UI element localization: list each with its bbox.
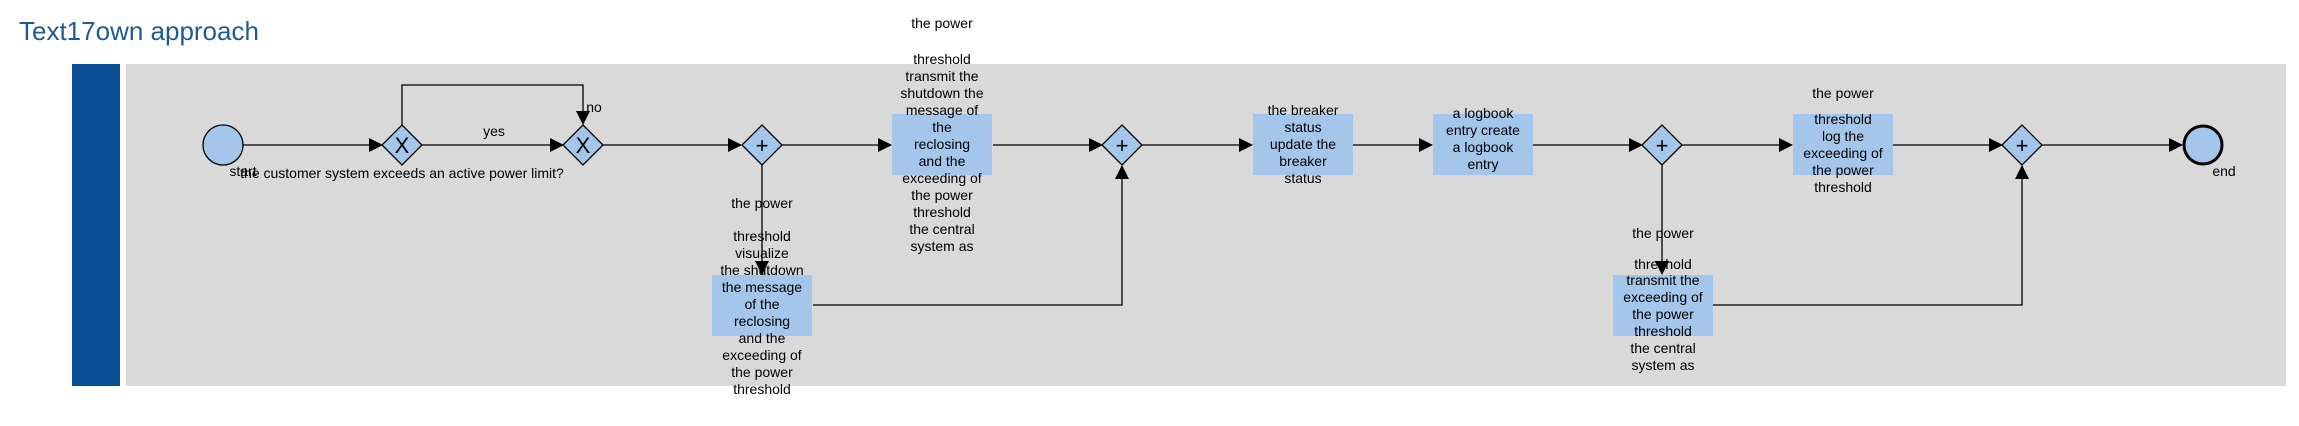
task-label-line: shutdown the: [900, 85, 983, 101]
task-label-line: a logbook: [1453, 105, 1515, 121]
task-label-line: breaker: [1279, 153, 1327, 169]
end-label: end: [2212, 163, 2235, 179]
start-label: start: [229, 163, 256, 179]
parallel-gateway-symbol: +: [1116, 133, 1129, 158]
task-label-line: entry: [1467, 156, 1498, 172]
parallel-gateway-symbol: +: [1656, 133, 1669, 158]
parallel-gateway-join-1[interactable]: +: [1101, 124, 1143, 166]
task-label-above: threshold: [1634, 256, 1692, 272]
task-label-line: the message: [722, 279, 802, 295]
task-label-line: the power: [1812, 162, 1874, 178]
task-label-line: threshold: [1634, 323, 1692, 339]
page-title: Text17own approach: [19, 16, 259, 46]
task-label-line: transmit the: [905, 68, 978, 84]
task-label-line: threshold: [733, 381, 791, 397]
lane-header: [72, 64, 120, 386]
parallel-gateway-symbol: +: [756, 133, 769, 158]
task-label-line: status: [1284, 170, 1321, 186]
lane-divider: [120, 64, 126, 386]
task-label-above: threshold: [913, 51, 971, 67]
start-event[interactable]: [202, 124, 244, 166]
task-label-line: and the: [919, 153, 966, 169]
xor-gateway-question[interactable]: X: [381, 124, 423, 166]
task-label-above: the power: [911, 15, 973, 31]
task-create-logbook-entry[interactable]: [1433, 114, 1533, 175]
parallel-gateway-join-2[interactable]: +: [2001, 124, 2043, 166]
task-label-line: the central: [1630, 340, 1695, 356]
parallel-gateway-symbol: +: [2016, 133, 2029, 158]
task-label-line: visualize: [735, 245, 789, 261]
pool: [72, 64, 2286, 386]
flow-label-yes: yes: [483, 123, 505, 139]
task-transmit-reclosing[interactable]: [892, 114, 992, 175]
task-label-line: message of: [906, 102, 978, 118]
end-event[interactable]: [2182, 124, 2224, 166]
task-log-exceeding[interactable]: [1793, 114, 1893, 175]
task-label-line: the: [932, 119, 952, 135]
task-label-line: reclosing: [914, 136, 970, 152]
task-label-line: threshold: [913, 204, 971, 220]
task-label-line: exceeding of: [902, 170, 982, 186]
xor-gateway-symbol: X: [395, 133, 410, 158]
task-label-line: the power: [1632, 306, 1694, 322]
task-update-breaker-status[interactable]: [1253, 114, 1353, 175]
task-label-line: the power: [731, 364, 793, 380]
parallel-gateway-split-2[interactable]: +: [1641, 124, 1683, 166]
task-label-line: and the: [739, 330, 786, 346]
xor-gateway-symbol: X: [576, 133, 591, 158]
task-label-line: transmit the: [1626, 272, 1699, 288]
gateway-question-label: the customer system exceeds an active po…: [240, 165, 564, 181]
task-visualize-shutdown[interactable]: [712, 275, 812, 336]
task-label-above: the power: [1812, 85, 1874, 101]
flow-no: [401, 84, 590, 126]
xor-gateway-merge[interactable]: X: [562, 124, 604, 166]
task-label-line: exceeding of: [722, 347, 802, 363]
task-label-line: log the: [1822, 128, 1864, 144]
task-label-line: threshold: [1814, 111, 1872, 127]
task-label-above: the power: [731, 195, 793, 211]
task-label-line: a logbook: [1453, 139, 1515, 155]
task-label-line: the shutdown: [720, 262, 803, 278]
task-label-line: reclosing: [734, 313, 790, 329]
task-label-line: system as: [910, 238, 973, 254]
task-label-above: the power: [1632, 225, 1694, 241]
task-label-line: exceeding of: [1623, 289, 1703, 305]
parallel-gateway-split-1[interactable]: +: [741, 124, 783, 166]
task-label-line: system as: [1631, 357, 1694, 373]
task-label-line: the breaker: [1268, 102, 1339, 118]
task-label-line: status: [1284, 119, 1321, 135]
flow-transmit-exceeding-to-and4: [1713, 165, 2029, 306]
task-label-line: of the: [744, 296, 779, 312]
task-label-line: the power: [911, 187, 973, 203]
task-label-line: entry create: [1446, 122, 1520, 138]
task-label-line: the central: [909, 221, 974, 237]
task-label-line: exceeding of: [1803, 145, 1883, 161]
task-label-line: update the: [1270, 136, 1336, 152]
task-label-above: threshold: [733, 228, 791, 244]
flow-visualize-to-and2: [813, 165, 1129, 306]
flow-label-no: no: [586, 99, 602, 115]
task-label-line: threshold: [1814, 179, 1872, 195]
task-transmit-exceeding[interactable]: [1613, 275, 1713, 336]
